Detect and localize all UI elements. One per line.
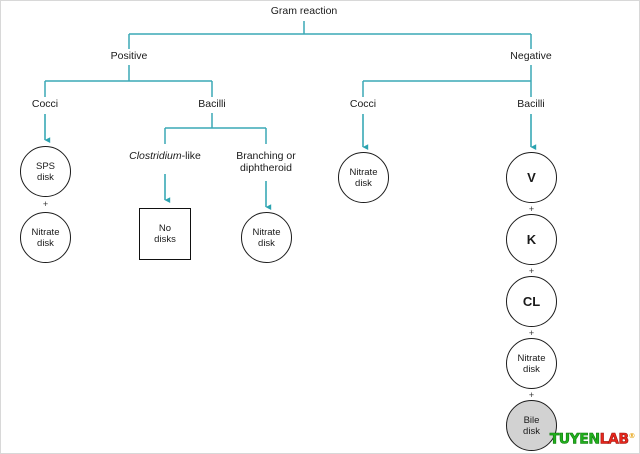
disk-nitrate-negative-cocci[interactable]: Nitrate disk: [338, 152, 389, 203]
disk-cl[interactable]: CL: [506, 276, 557, 327]
node-label-gram-reaction: Gram reaction: [270, 5, 338, 17]
disk-sps-line-1: SPS: [35, 160, 55, 172]
box-no-disks[interactable]: No disks: [139, 208, 191, 260]
watermark-text-green: TUYEN: [549, 432, 600, 448]
disk-k[interactable]: K: [506, 214, 557, 265]
clostridium-genus-name: Clostridium: [129, 150, 182, 162]
disk-nitrate-pos-cocci-line-2: disk: [37, 237, 54, 249]
disk-sps-line-2: disk: [37, 171, 54, 183]
node-label-clostridium-like: Clostridium-like: [105, 150, 225, 163]
disk-nitrate-pos-cocci-line-1: Nitrate: [31, 226, 60, 238]
disk-nitrate-positive-cocci[interactable]: Nitrate disk: [20, 212, 71, 263]
disk-k-label: K: [526, 232, 537, 247]
disk-nitrate-neg-bacilli-line-1: Nitrate: [517, 352, 546, 364]
disk-bile[interactable]: Bile disk: [506, 400, 557, 451]
disk-nitrate-branching-line-1: Nitrate: [252, 226, 281, 238]
plus-v-k: +: [528, 204, 535, 214]
node-label-gram-positive: Positive: [110, 50, 148, 62]
node-label-negative-cocci: Cocci: [349, 98, 377, 110]
disk-nitrate-negative-bacilli[interactable]: Nitrate disk: [506, 338, 557, 389]
plus-cl-nitrate: +: [528, 328, 535, 338]
disk-v[interactable]: V: [506, 152, 557, 203]
plus-nitrate-bile: +: [528, 390, 535, 400]
branching-line-2: diphtheroid: [240, 161, 292, 174]
disk-bile-line-2: disk: [523, 425, 540, 437]
disk-cl-label: CL: [522, 294, 541, 309]
node-label-positive-bacilli: Bacilli: [198, 98, 226, 110]
box-no-disks-line-2: disks: [154, 234, 176, 245]
node-label-positive-cocci: Cocci: [31, 98, 59, 110]
clostridium-like-suffix: -like: [181, 150, 201, 162]
node-label-negative-bacilli: Bacilli: [517, 98, 545, 110]
disk-sps[interactable]: SPS disk: [20, 146, 71, 197]
watermark-logo: TUYENLAB®: [549, 429, 636, 448]
node-label-gram-negative: Negative: [510, 50, 552, 62]
plus-sps-nitrate: +: [42, 199, 49, 209]
plus-k-cl: +: [528, 266, 535, 276]
box-no-disks-line-1: No: [158, 223, 172, 234]
disk-bile-line-1: Bile: [523, 414, 540, 426]
watermark-text-red: LAB: [599, 432, 629, 448]
disk-nitrate-branching-line-2: disk: [258, 237, 275, 249]
disk-nitrate-neg-bacilli-line-2: disk: [523, 363, 540, 375]
disk-nitrate-neg-cocci-line-1: Nitrate: [349, 166, 378, 178]
watermark-registered-mark: ®: [628, 432, 636, 441]
branching-line-1: Branching or: [236, 150, 296, 162]
disk-nitrate-branching[interactable]: Nitrate disk: [241, 212, 292, 263]
disk-v-label: V: [527, 170, 536, 185]
disk-nitrate-neg-cocci-line-2: disk: [355, 177, 372, 189]
